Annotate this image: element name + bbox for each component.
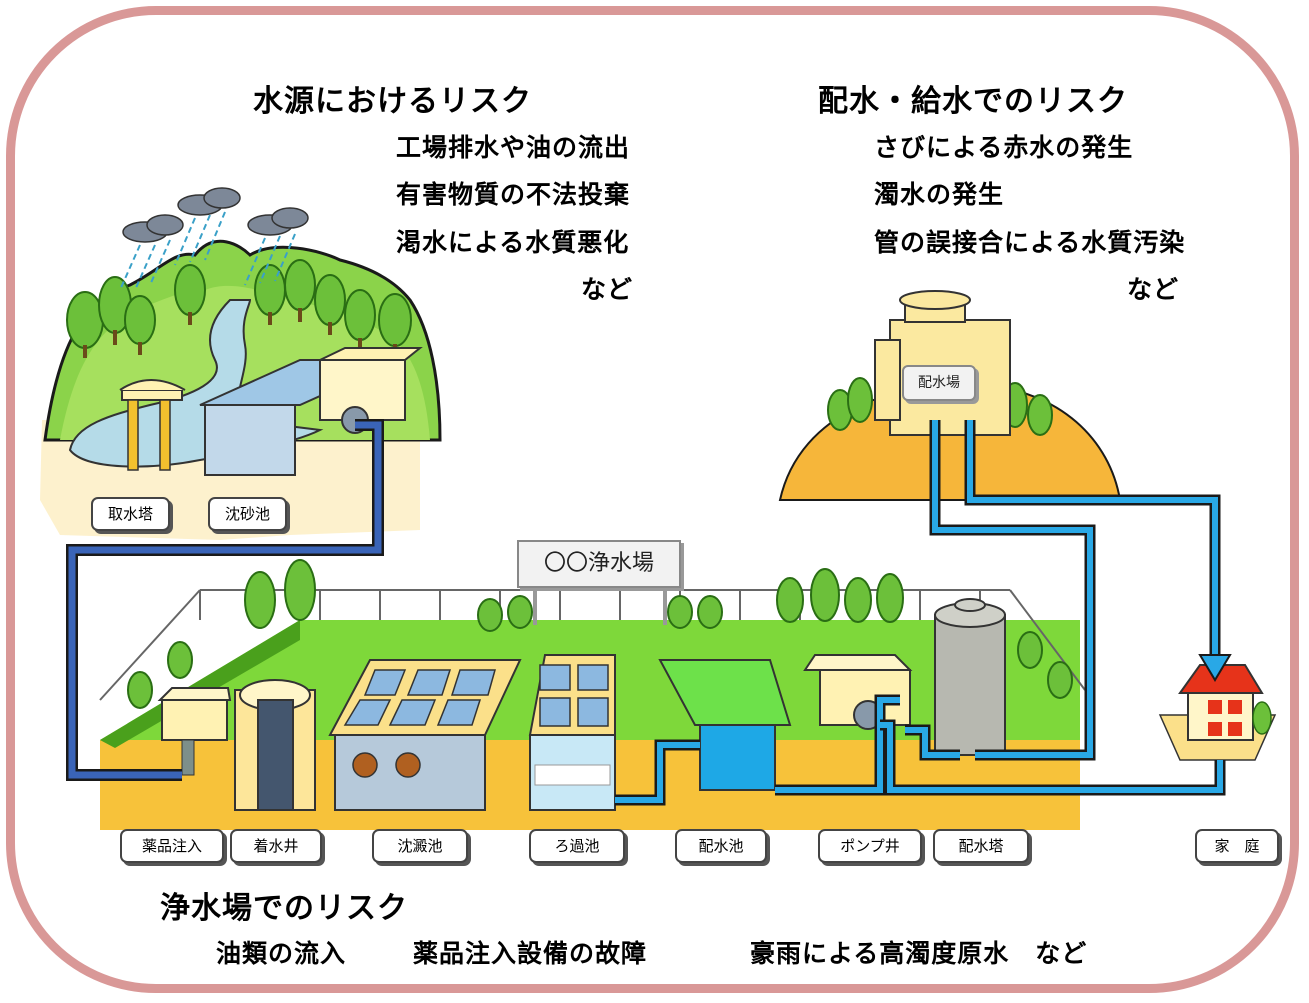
reservoir-name-sign: 配水場 <box>902 365 976 401</box>
source-risk-item: 工場排水や油の流出 <box>396 133 631 162</box>
label-grit-chamber: 沈砂池 <box>208 497 287 531</box>
clean-water-pipe <box>615 420 1232 806</box>
intake-tower-icon <box>119 379 186 471</box>
reservoir-building-icon <box>874 290 1011 436</box>
house-icon <box>1158 664 1277 761</box>
sedimentation-basin-icon <box>328 659 522 811</box>
plant-risk-item: 薬品注入設備の故障 <box>413 939 648 968</box>
label-sedimentation: 沈澱池 <box>372 829 468 863</box>
forest-trees-icon <box>66 259 412 349</box>
receiving-well-icon <box>234 679 316 811</box>
label-filtration: ろ過池 <box>529 829 625 863</box>
label-receiving-well: 着水井 <box>230 829 322 863</box>
plant-risk-item: 豪雨による高濁度原水 など <box>750 939 1088 968</box>
treatment-plant-scene <box>99 559 1086 830</box>
rounded-frame <box>6 6 1299 993</box>
pump-house-icon <box>803 654 913 730</box>
distribution-risk-item: 管の誤接合による水質汚染 <box>874 228 1186 257</box>
distribution-risk-title: 配水・給水でのリスク <box>818 84 1128 119</box>
plant-risk-title: 浄水場でのリスク <box>160 891 408 926</box>
water-source-scene <box>40 187 442 540</box>
clear-well-icon <box>658 659 792 791</box>
rain-cloud-icon <box>119 187 309 291</box>
label-intake-tower: 取水塔 <box>91 497 170 531</box>
label-water-tower: 配水塔 <box>933 829 1029 863</box>
raw-water-pipe <box>66 419 384 781</box>
distribution-risk-etc: など <box>1127 275 1180 304</box>
source-risk-title: 水源におけるリスク <box>253 84 532 119</box>
distribution-risk-item: さびによる赤水の発生 <box>874 133 1134 162</box>
label-household: 家 庭 <box>1195 829 1279 863</box>
water-tower-icon <box>934 598 1006 756</box>
filtration-basin-icon <box>528 654 616 811</box>
distribution-risk-item: 濁水の発生 <box>874 180 1005 209</box>
grit-chamber-icon <box>199 347 423 476</box>
source-risk-etc: など <box>581 275 634 304</box>
label-clear-well: 配水池 <box>675 829 767 863</box>
label-pump-well: ポンプ井 <box>818 829 922 863</box>
source-risk-item: 有害物質の不法投棄 <box>396 180 631 209</box>
source-risk-item: 渇水による水質悪化 <box>396 228 630 257</box>
plant-name-sign: 〇〇浄水場 <box>517 540 681 588</box>
label-chemical-injection: 薬品注入 <box>120 829 224 863</box>
plant-risk-item: 油類の流入 <box>216 939 347 968</box>
plant-trees-icon <box>127 559 1073 709</box>
